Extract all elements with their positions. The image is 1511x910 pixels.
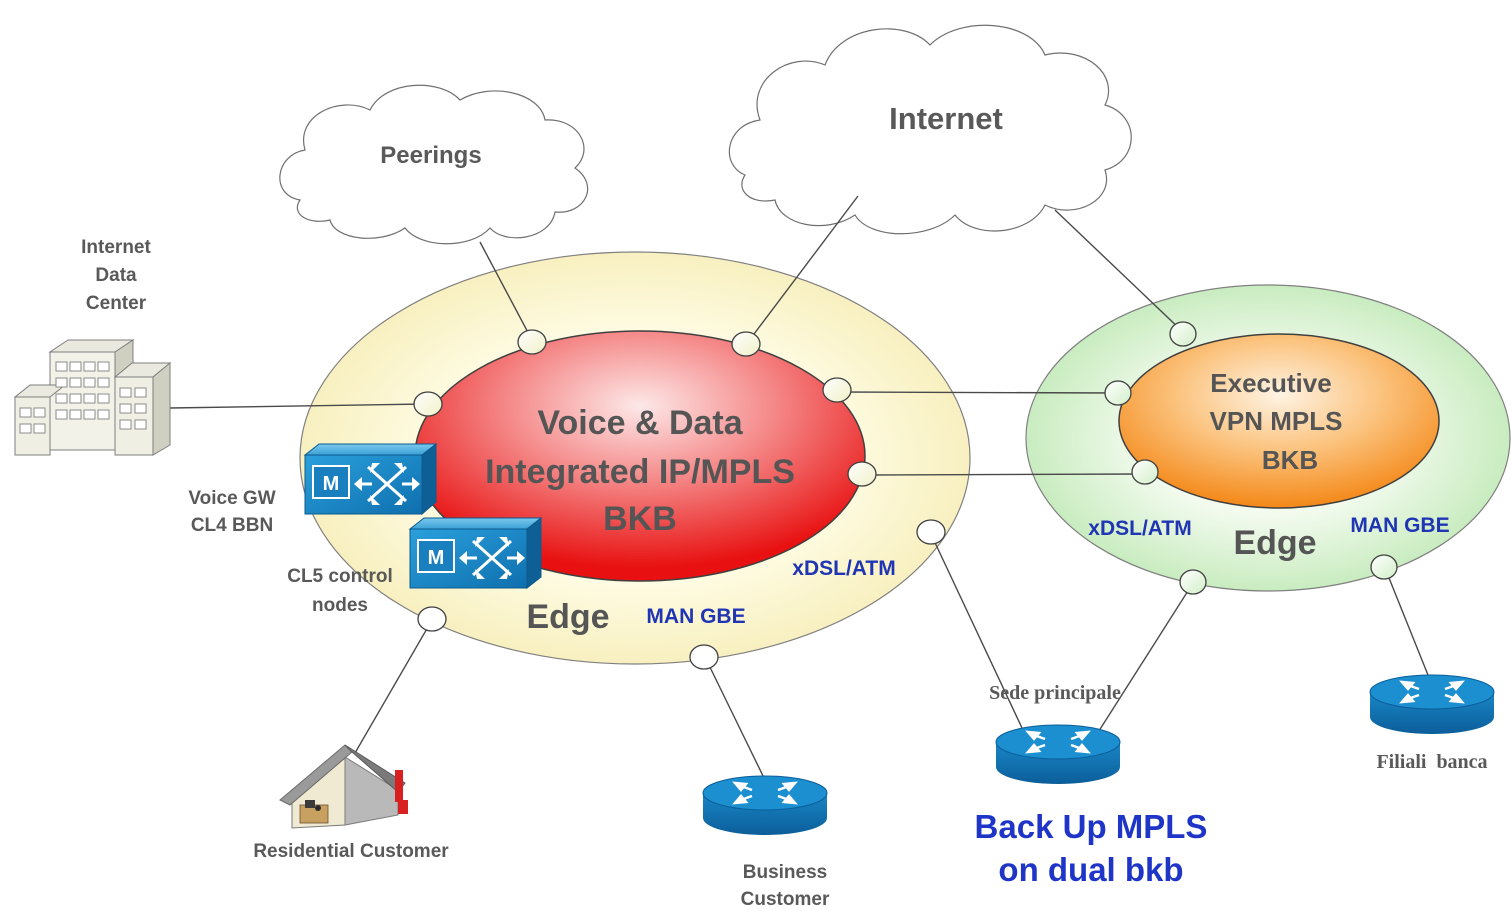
datacenter-label-line1: Internet bbox=[81, 237, 151, 258]
voice-gw-label-line1: Voice GW bbox=[188, 488, 275, 509]
links bbox=[169, 195, 1431, 781]
datacenter-label-line3: Center bbox=[86, 293, 147, 314]
business-router-icon bbox=[702, 775, 828, 835]
backup-label-line2: on dual bkb bbox=[998, 851, 1183, 888]
man-gbe-right-label: MAN GBE bbox=[1350, 514, 1449, 537]
switch-badge: M bbox=[323, 473, 340, 495]
voice-gw-switch-icon: M bbox=[303, 442, 438, 516]
node bbox=[1104, 380, 1132, 406]
datacenter-label-line2: Data bbox=[95, 265, 137, 286]
executive-ellipse bbox=[1118, 333, 1440, 509]
xdsl-left-label: xDSL/ATM bbox=[792, 557, 895, 580]
building-icon bbox=[13, 339, 172, 456]
cl5-label-line1: CL5 control bbox=[287, 566, 393, 587]
xdsl-right-label: xDSL/ATM bbox=[1088, 517, 1191, 540]
node bbox=[417, 606, 447, 632]
cl5-switch-icon: M bbox=[408, 516, 543, 590]
man-gbe-left-label: MAN GBE bbox=[646, 605, 745, 628]
business-label-line2: Customer bbox=[741, 889, 830, 910]
exec-label-line2: VPN MPLS bbox=[1210, 406, 1343, 436]
node bbox=[1370, 554, 1398, 580]
business-label-line1: Business bbox=[743, 862, 827, 883]
edge-left-label: Edge bbox=[526, 598, 609, 636]
node bbox=[822, 377, 852, 403]
filiali-router-icon bbox=[1369, 674, 1495, 734]
backup-label-line1: Back Up MPLS bbox=[975, 808, 1208, 845]
node bbox=[1131, 459, 1159, 485]
house-icon bbox=[279, 744, 408, 829]
ring-nodes bbox=[413, 321, 1398, 670]
voice-gw-label-line2: CL4 BBN bbox=[191, 515, 273, 536]
filiali-label: Filiali banca bbox=[1376, 751, 1487, 773]
exec-label-line1: Executive bbox=[1210, 368, 1331, 398]
node bbox=[1169, 321, 1197, 347]
node bbox=[689, 644, 719, 670]
residential-label: Residential Customer bbox=[253, 841, 449, 862]
internet-label: Internet bbox=[889, 101, 1003, 136]
edge-right-label: Edge bbox=[1233, 524, 1316, 562]
sede-label: Sede principale bbox=[989, 682, 1121, 704]
node bbox=[731, 331, 761, 357]
peerings-cloud bbox=[279, 84, 588, 245]
peerings-label: Peerings bbox=[380, 142, 481, 169]
node bbox=[916, 519, 946, 545]
core-label-line2: Integrated IP/MPLS bbox=[485, 453, 795, 491]
exec-label-line3: BKB bbox=[1262, 445, 1318, 475]
sede-router-icon bbox=[995, 724, 1121, 784]
node bbox=[847, 461, 877, 487]
core-label-line1: Voice & Data bbox=[537, 404, 743, 442]
node bbox=[517, 329, 547, 355]
switch-badge: M bbox=[428, 547, 445, 569]
node bbox=[1179, 569, 1207, 595]
internet-cloud bbox=[728, 24, 1132, 235]
cl5-label-line2: nodes bbox=[312, 595, 368, 616]
core-label-line3: BKB bbox=[603, 500, 677, 538]
node bbox=[413, 391, 443, 417]
